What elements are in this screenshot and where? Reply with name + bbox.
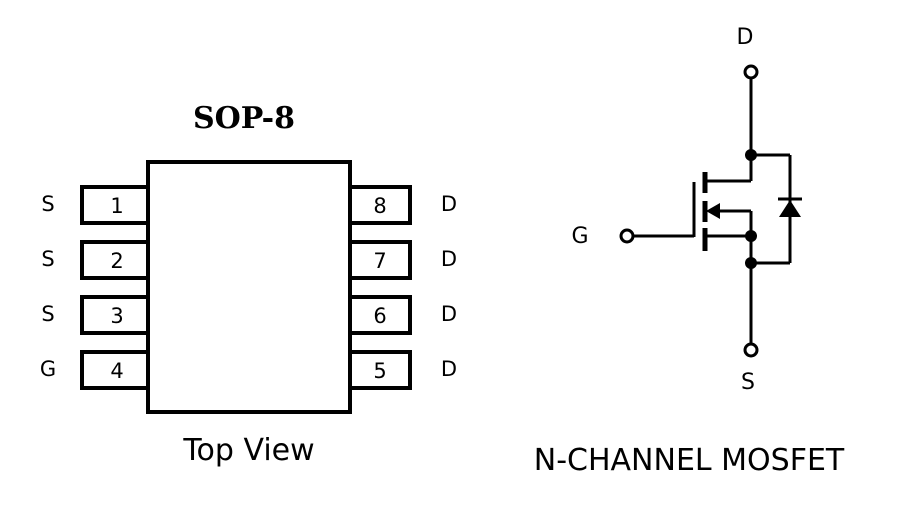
pin-8-number: 8 — [373, 194, 386, 218]
pin-6-number: 6 — [373, 304, 386, 328]
gate-terminal — [619, 228, 635, 244]
right-pins: 8 7 6 5 D D D D — [348, 185, 457, 390]
diode-icon — [779, 200, 801, 217]
pin-1-number: 1 — [110, 194, 123, 218]
pin-5-number: 5 — [373, 359, 386, 383]
package-body — [146, 160, 352, 414]
pin-4-lead — [80, 350, 150, 390]
source-terminal — [743, 342, 759, 358]
pin-7-label: D — [441, 247, 457, 271]
mosfet-caption: N-CHANNEL MOSFET — [534, 443, 845, 478]
pin-1-lead — [80, 185, 150, 225]
pin-5-label: D — [441, 357, 457, 381]
pin-8-lead — [348, 185, 412, 225]
drain-terminal — [743, 64, 759, 80]
mosfet-symbol: D G S N-CHANNEL MOSFET — [534, 25, 845, 478]
pin-7-number: 7 — [373, 249, 386, 273]
source-label: S — [741, 370, 755, 395]
pin-8-label: D — [441, 192, 457, 216]
pin-6-lead — [348, 295, 412, 335]
pin-5-lead — [348, 350, 412, 390]
pin-4-number: 4 — [110, 359, 123, 383]
pin-6-label: D — [441, 302, 457, 326]
pin-2-label: S — [41, 247, 54, 271]
pin-4-label: G — [40, 357, 56, 381]
pin-1-label: S — [41, 192, 54, 216]
junction-source — [745, 230, 757, 242]
pin-3-number: 3 — [110, 304, 123, 328]
package-title: SOP-8 — [193, 101, 295, 136]
drain-label: D — [737, 25, 754, 50]
body-arrow-icon — [706, 203, 720, 219]
left-pins: 1 2 3 4 S S S G — [40, 185, 150, 390]
pin-3-lead — [80, 295, 150, 335]
pin-3-label: S — [41, 302, 54, 326]
pin-2-number: 2 — [110, 249, 123, 273]
package-caption: Top View — [182, 433, 314, 468]
gate-label: G — [571, 224, 588, 249]
pin-2-lead — [80, 240, 150, 280]
sop8-package: SOP-8 1 2 3 4 S S S G 8 7 6 5 — [40, 101, 457, 468]
pin-7-lead — [348, 240, 412, 280]
